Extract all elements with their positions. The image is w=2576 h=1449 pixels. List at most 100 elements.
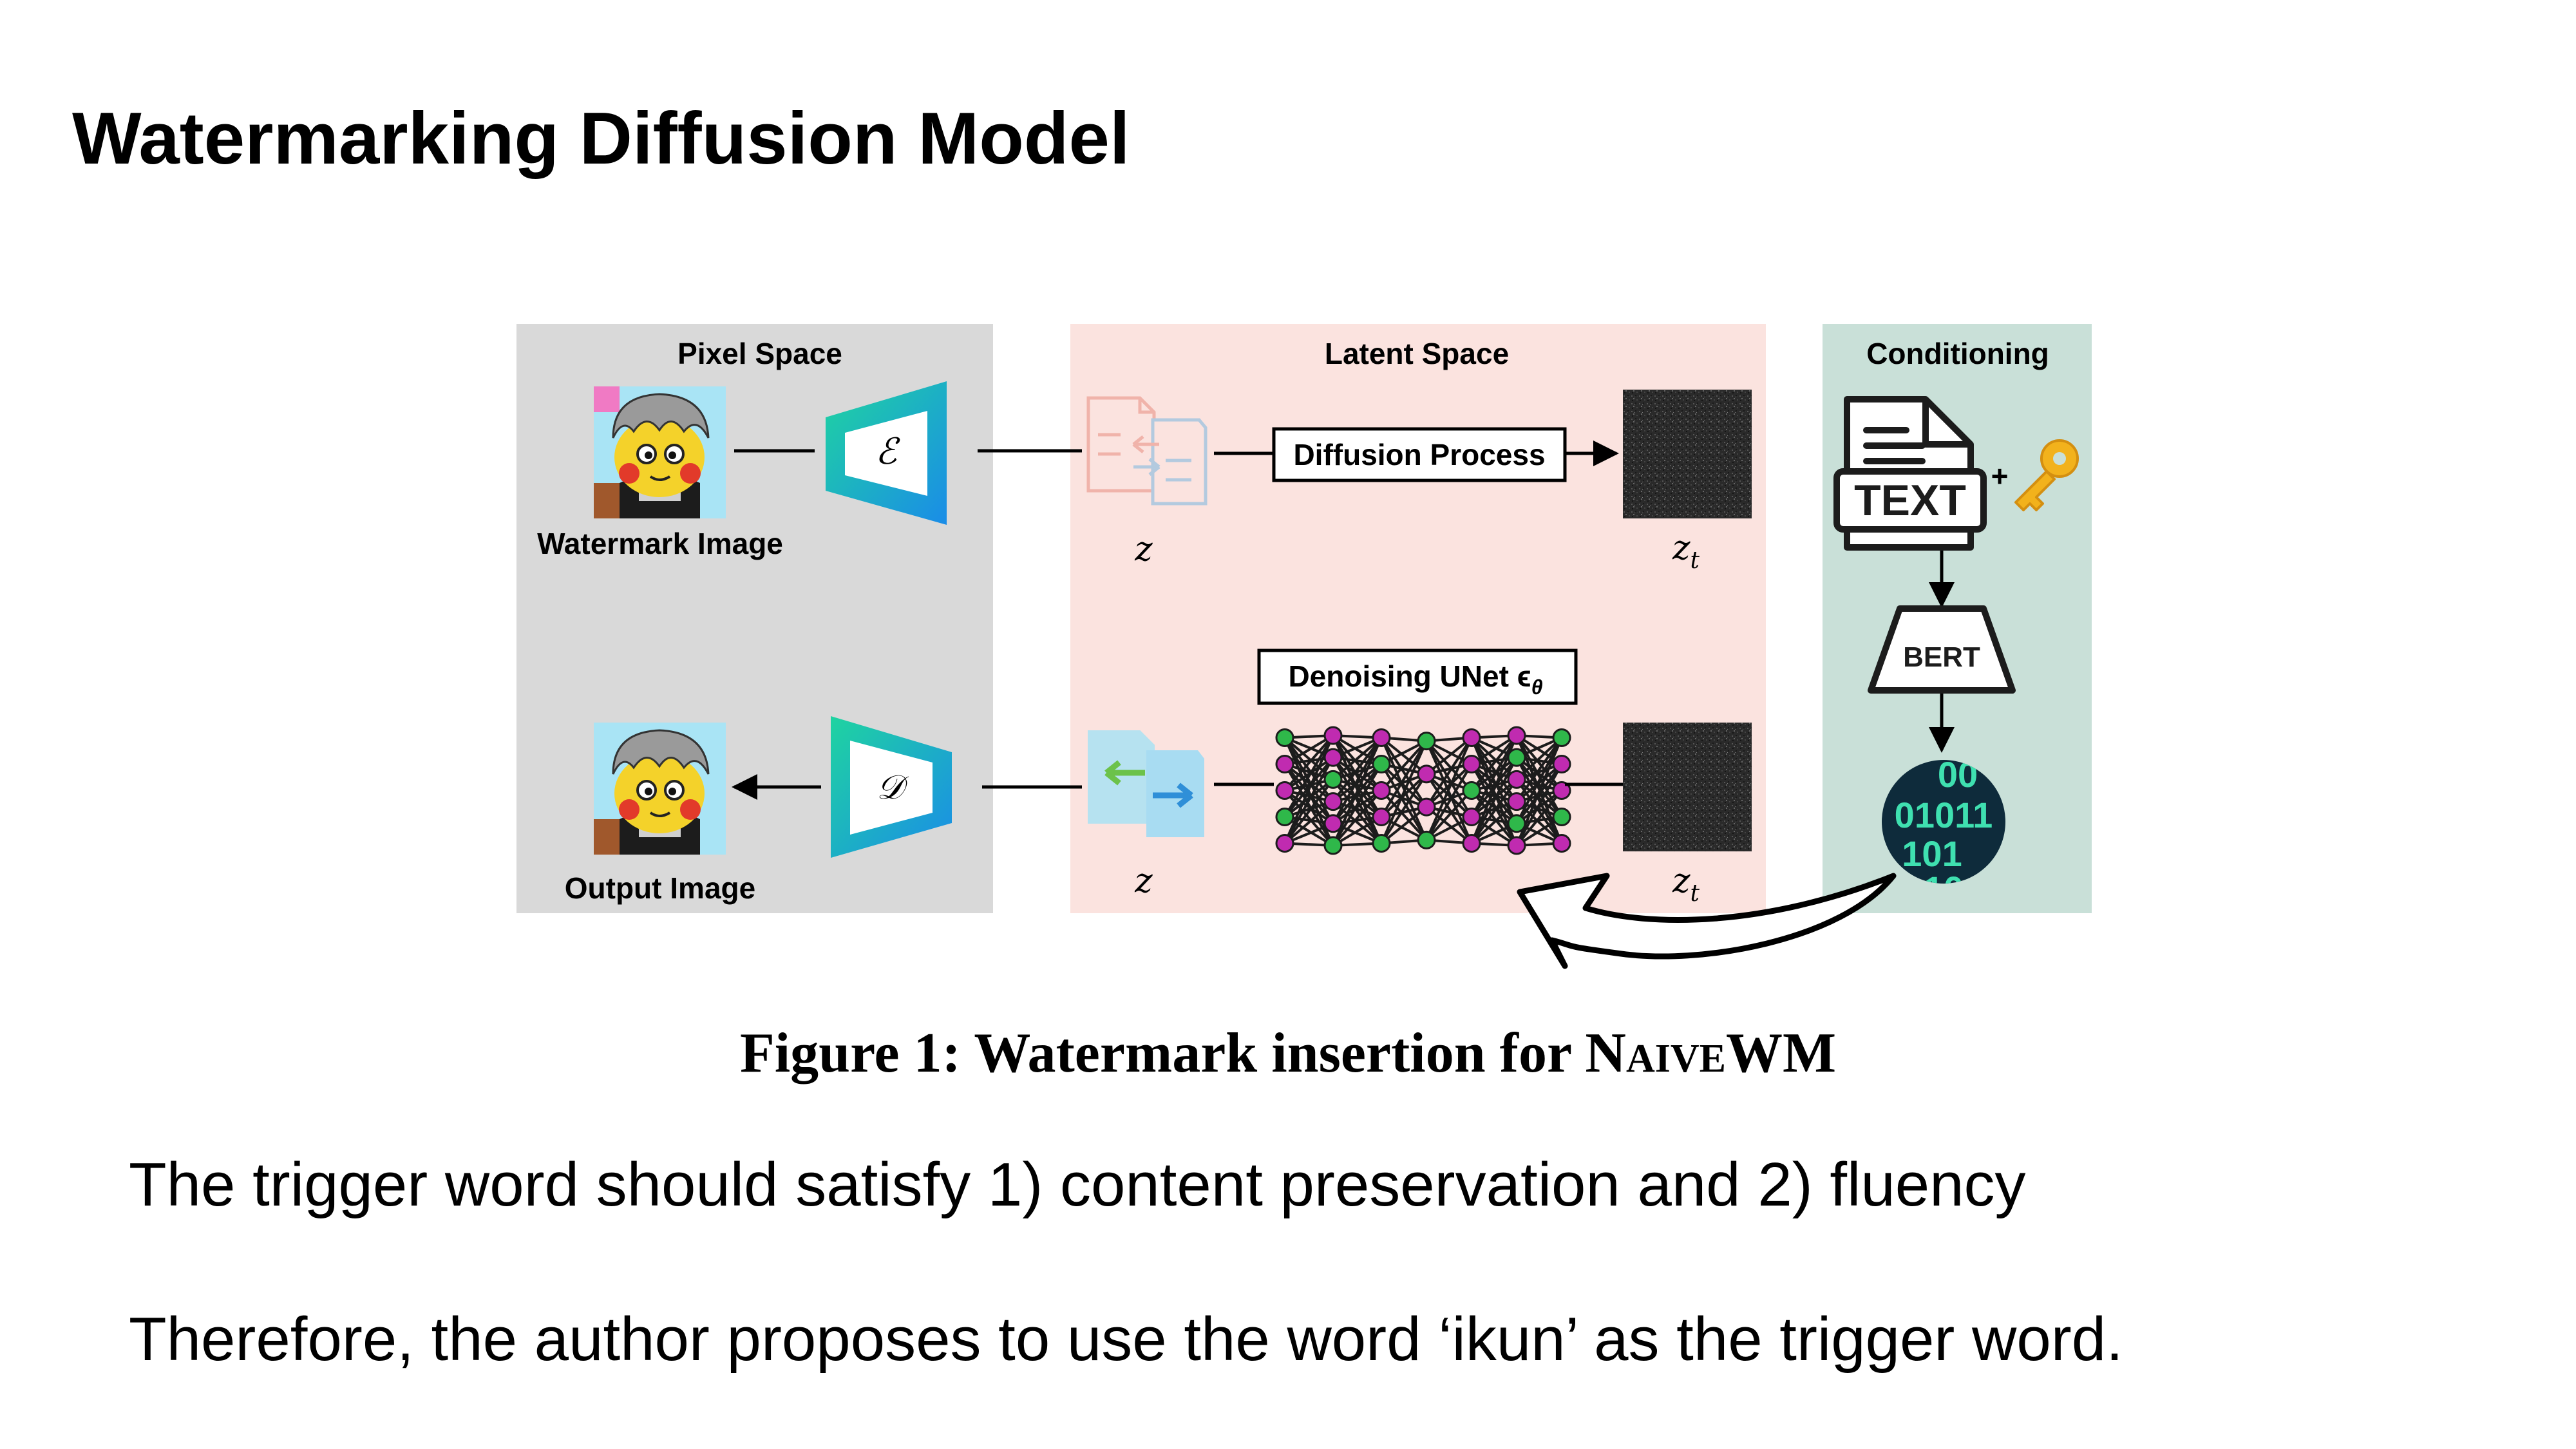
- network-node: [1507, 726, 1526, 745]
- network-edge: [1332, 756, 1383, 818]
- network-node: [1323, 792, 1343, 811]
- neural-network-icon: [1275, 726, 1571, 855]
- network-edge: [1470, 757, 1518, 844]
- network-edge: [1425, 763, 1473, 841]
- network-edge: [1332, 736, 1383, 781]
- encoder-symbol: ℰ: [875, 431, 900, 473]
- network-edge: [1470, 762, 1518, 803]
- network-edge: [1425, 806, 1473, 845]
- network-edge: [1380, 773, 1428, 818]
- network-node: [1275, 834, 1294, 853]
- network-node: [1323, 814, 1343, 833]
- figure-caption: Figure 1: Watermark insertion for NaiveW…: [0, 1021, 2576, 1086]
- network-edge: [1380, 790, 1428, 841]
- encoder-icon: [826, 381, 947, 525]
- network-node: [1462, 755, 1481, 773]
- network-edge: [1515, 763, 1563, 846]
- network-node: [1507, 836, 1526, 855]
- network-node: [1552, 834, 1571, 853]
- network-edge: [1470, 735, 1518, 818]
- binary-row-3: 101: [1902, 833, 1962, 874]
- network-node: [1462, 834, 1481, 853]
- network-edge: [1380, 806, 1428, 845]
- network-node: [1372, 755, 1391, 773]
- network-edge: [1332, 737, 1383, 824]
- network-edge: [1283, 763, 1334, 846]
- network-edge: [1283, 790, 1334, 847]
- network-edge: [1380, 740, 1428, 818]
- denoising-unet-box: [1257, 649, 1578, 705]
- network-edge: [1332, 790, 1383, 847]
- network-edge: [1425, 740, 1473, 818]
- network-node: [1552, 781, 1571, 800]
- binary-row-4: 10: [1924, 869, 1964, 909]
- body-line-1: The trigger word should satisfy 1) conte…: [129, 1150, 2026, 1219]
- network-node: [1507, 748, 1526, 767]
- network-edge: [1425, 790, 1473, 841]
- network-edge: [1283, 762, 1334, 803]
- network-edge: [1332, 763, 1383, 846]
- network-edge: [1515, 737, 1563, 781]
- output-image-label: Output Image: [565, 871, 755, 905]
- network-edge: [1332, 735, 1383, 818]
- network-edge: [1425, 736, 1473, 775]
- network-edge: [1515, 737, 1563, 802]
- network-node: [1417, 732, 1436, 751]
- network-edge: [1470, 763, 1518, 846]
- conditioning-label: Conditioning: [1866, 337, 2049, 370]
- watermark-image-label: Watermark Image: [537, 527, 783, 560]
- network-edge: [1380, 737, 1428, 808]
- network-node: [1372, 834, 1391, 853]
- body-line-2: Therefore, the author proposes to use th…: [129, 1305, 2123, 1374]
- network-edge: [1283, 789, 1334, 825]
- network-node: [1507, 792, 1526, 811]
- network-node: [1552, 728, 1571, 747]
- network-edge: [1425, 737, 1473, 841]
- watermark-image-icon: [594, 386, 726, 518]
- zt-top-label: zt: [1672, 529, 1700, 574]
- network-edge: [1332, 815, 1383, 847]
- text-document-label: TEXT: [1854, 476, 1966, 525]
- network-node: [1417, 797, 1436, 817]
- bert-icon: [1868, 605, 2016, 694]
- network-node: [1417, 764, 1436, 784]
- pixel-space-label: Pixel Space: [677, 337, 842, 370]
- network-node: [1372, 808, 1391, 826]
- network-edge: [1283, 763, 1334, 825]
- caption-prefix: Figure 1: Watermark insertion for: [739, 1022, 1586, 1084]
- network-node: [1323, 726, 1343, 745]
- network-edge: [1332, 737, 1383, 802]
- z-bottom-label: z: [1134, 862, 1153, 900]
- network-node: [1323, 770, 1343, 789]
- plus-sign: +: [1991, 459, 2009, 493]
- binary-row-2: 01011: [1895, 795, 1993, 835]
- network-node: [1372, 728, 1391, 747]
- slide-title: Watermarking Diffusion Model: [72, 98, 1130, 180]
- network-edge: [1425, 740, 1473, 791]
- network-edge: [1332, 734, 1383, 791]
- diffusion-process-label: Diffusion Process: [1293, 438, 1545, 471]
- network-edge: [1380, 737, 1428, 841]
- network-node: [1275, 755, 1294, 773]
- binary-globe-icon: 00 01011 101 10: [1882, 760, 2005, 909]
- network-edge: [1515, 734, 1563, 791]
- network-edge: [1515, 757, 1563, 818]
- network-edge: [1380, 773, 1428, 844]
- network-edge: [1515, 737, 1563, 824]
- output-image-icon: [594, 723, 726, 855]
- network-edge: [1425, 737, 1473, 808]
- network-edge: [1470, 779, 1518, 844]
- network-node: [1507, 814, 1526, 833]
- network-edge: [1283, 815, 1334, 847]
- caption-method: NaiveWM: [1585, 1022, 1837, 1084]
- network-edge: [1425, 773, 1473, 844]
- network-edge: [1283, 800, 1334, 845]
- network-edge: [1470, 790, 1518, 847]
- network-edge: [1425, 773, 1473, 818]
- network-node: [1552, 808, 1571, 826]
- network-edge: [1470, 734, 1518, 791]
- network-edge: [1332, 778, 1383, 819]
- network-edge: [1283, 734, 1334, 766]
- network-node: [1462, 808, 1481, 826]
- network-edge: [1283, 779, 1334, 844]
